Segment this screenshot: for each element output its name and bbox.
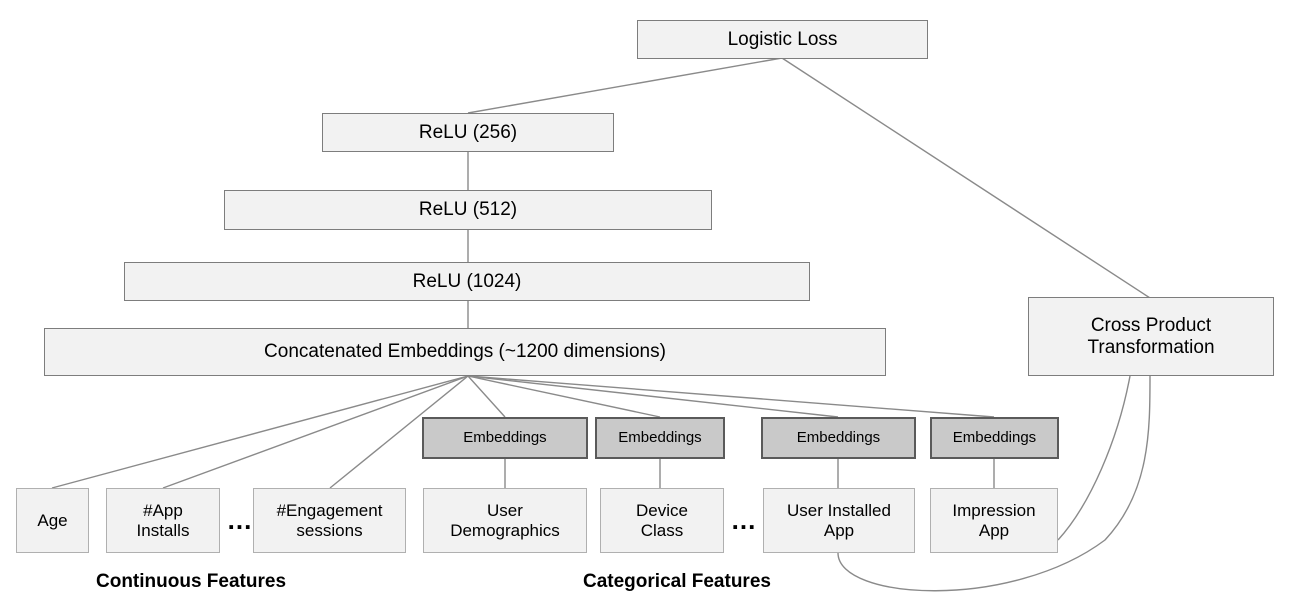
node-feature-device-class-label: Device Class xyxy=(636,501,688,540)
node-feature-age: Age xyxy=(16,488,89,553)
node-feature-impression-app-label: Impression App xyxy=(952,501,1036,540)
continuous-features-ellipsis-label: ... xyxy=(227,504,253,535)
node-concatenated-embeddings-label: Concatenated Embeddings (~1200 dimension… xyxy=(264,341,666,363)
edge-concat-to-embeddings-4 xyxy=(467,375,995,418)
node-relu-256: ReLU (256) xyxy=(322,113,614,152)
edge-concat-to-embeddings-1 xyxy=(467,375,506,418)
group-label-continuous-features-text: Continuous Features xyxy=(96,571,287,592)
edge-concat-to-app-installs xyxy=(162,375,469,489)
node-feature-device-class: Device Class xyxy=(600,488,724,553)
edge-impression-app-to-cross-product xyxy=(1057,375,1131,541)
node-embeddings-3-label: Embeddings xyxy=(796,428,881,446)
edge-loss-to-cross-product xyxy=(781,57,1151,299)
node-relu-1024: ReLU (1024) xyxy=(124,262,810,301)
edge-concat-to-age xyxy=(51,375,469,489)
node-embeddings-1-label: Embeddings xyxy=(463,428,547,446)
categorical-features-ellipsis: ... xyxy=(730,500,758,540)
group-label-categorical-features-text: Categorical Features xyxy=(583,571,771,592)
node-relu-1024-label: ReLU (1024) xyxy=(412,270,522,292)
node-embeddings-3: Embeddings xyxy=(761,417,916,459)
node-relu-512-label: ReLU (512) xyxy=(418,199,518,221)
node-feature-user-installed-app: User Installed App xyxy=(763,488,915,553)
node-feature-impression-app: Impression App xyxy=(930,488,1058,553)
node-concatenated-embeddings: Concatenated Embeddings (~1200 dimension… xyxy=(44,328,886,376)
node-relu-512: ReLU (512) xyxy=(224,190,712,230)
node-logistic-loss: Logistic Loss xyxy=(637,20,928,59)
categorical-features-ellipsis-label: ... xyxy=(731,504,757,535)
edge-concat-to-engagement xyxy=(329,375,469,489)
continuous-features-ellipsis: ... xyxy=(226,500,254,540)
edge-concat-to-embeddings-2 xyxy=(467,375,661,418)
node-embeddings-2: Embeddings xyxy=(595,417,725,459)
node-feature-engagement-sessions-label: #Engagement sessions xyxy=(276,501,383,540)
node-logistic-loss-label: Logistic Loss xyxy=(727,28,838,50)
node-feature-age-label: Age xyxy=(37,510,68,530)
edge-concat-to-embeddings-3 xyxy=(467,375,839,418)
node-feature-engagement-sessions: #Engagement sessions xyxy=(253,488,406,553)
node-embeddings-2-label: Embeddings xyxy=(618,428,702,446)
node-feature-user-demographics: User Demographics xyxy=(423,488,587,553)
edge-loss-to-relu256 xyxy=(467,57,783,114)
node-relu-256-label: ReLU (256) xyxy=(418,121,518,143)
node-cross-product-transformation-label: Cross Product Transformation xyxy=(1087,315,1215,358)
group-label-continuous-features: Continuous Features xyxy=(96,571,286,593)
node-embeddings-4-label: Embeddings xyxy=(952,428,1037,446)
node-feature-app-installs-label: #App Installs xyxy=(136,501,190,540)
edge-user-installed-app-to-cross-product xyxy=(837,375,1151,592)
node-cross-product-transformation: Cross Product Transformation xyxy=(1028,297,1274,376)
node-embeddings-1: Embeddings xyxy=(422,417,588,459)
node-feature-user-installed-app-label: User Installed App xyxy=(787,501,891,540)
node-feature-user-demographics-label: User Demographics xyxy=(450,501,560,540)
node-feature-app-installs: #App Installs xyxy=(106,488,220,553)
group-label-categorical-features: Categorical Features xyxy=(583,571,771,593)
node-embeddings-4: Embeddings xyxy=(930,417,1059,459)
